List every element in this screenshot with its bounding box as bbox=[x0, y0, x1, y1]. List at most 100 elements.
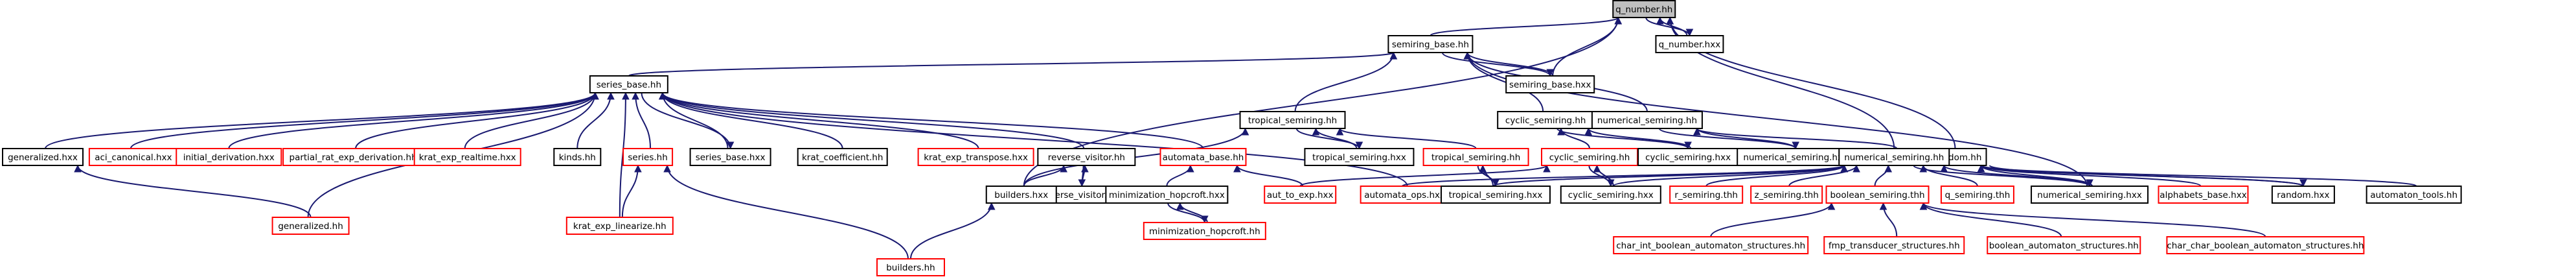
node-series-hh[interactable]: series.hh bbox=[622, 148, 674, 166]
node-box bbox=[282, 148, 424, 166]
node-box bbox=[1541, 148, 1639, 166]
node-partial-rat-exp-derivation-hh[interactable]: partial_rat_exp_derivation.hh bbox=[282, 148, 424, 166]
node-box bbox=[1143, 222, 1266, 240]
edge-automata_base_hh-to-series_base_hh bbox=[659, 91, 1204, 149]
node-box bbox=[1497, 111, 1595, 129]
edge-tropical_semiring_hh_r-to-tropical_semiring_hh bbox=[1336, 127, 1477, 149]
node-random-hxx[interactable]: random.hxx bbox=[2271, 186, 2335, 204]
node-box bbox=[1105, 186, 1229, 204]
edge-series_base_hh-to-series_base_hxx bbox=[641, 92, 735, 150]
node-numerical-semiring-hh-r[interactable]: numerical_semiring.hh bbox=[1838, 148, 1950, 166]
node-aci-canonical-hxx[interactable]: aci_canonical.hxx bbox=[88, 148, 178, 166]
edge-generalized_hh-to-generalized_hxx bbox=[74, 164, 312, 218]
node-label: tropical_semiring.hh bbox=[1248, 115, 1337, 126]
node-cyclic-semiring-hxx-b[interactable]: cyclic_semiring.hxx bbox=[1560, 186, 1661, 204]
node-tropical-semiring-hh[interactable]: tropical_semiring.hh bbox=[1239, 111, 1346, 129]
node-builders-hh[interactable]: builders.hh bbox=[876, 258, 945, 276]
node-label: alphabets_base.hxx bbox=[2160, 190, 2246, 200]
edge-cyclic_semiring_hh-to-cyclic_semiring_hxx_a bbox=[1556, 128, 1692, 150]
edge-automaton_tools_hh-to-random_hh bbox=[1977, 164, 2417, 187]
node-label: char_int_boolean_automaton_structures.hh bbox=[1616, 241, 1805, 251]
edge-q_number_hh-to-q_number_hxx bbox=[1645, 17, 1694, 37]
node-label: semiring_base.hh bbox=[1392, 40, 1469, 50]
node-krat-exp-transpose-hxx[interactable]: krat_exp_transpose.hxx bbox=[917, 148, 1034, 166]
node-label: automata_base.hh bbox=[1163, 152, 1244, 163]
node-box bbox=[1612, 0, 1676, 18]
node-numerical-semiring-hxx-b[interactable]: numerical_semiring.hxx bbox=[2031, 186, 2149, 204]
node-label: boolean_automaton_structures.hh bbox=[1989, 241, 2139, 251]
node-generalized-hh[interactable]: generalized.hh bbox=[271, 217, 350, 235]
edge-boolean_semiring_thh-to-numerical_semiring_hh_r bbox=[1874, 164, 1893, 187]
node-z-semiring-thh[interactable]: z_semiring.thh bbox=[1750, 186, 1823, 204]
node-tropical-semiring-hxx-b[interactable]: tropical_semiring.hxx bbox=[1440, 186, 1551, 204]
node-box bbox=[2365, 186, 2462, 204]
node-krat-coefficient-hh[interactable]: krat_coefficient.hh bbox=[797, 148, 888, 166]
node-cyclic-semiring-hxx-a[interactable]: cyclic_semiring.hxx bbox=[1637, 148, 1739, 166]
edge-minimization_hopcroft_hxx-to-automata_base_hh bbox=[1166, 164, 1194, 187]
edge-builders_hxx-to-reverse_visitor_hh bbox=[1023, 164, 1067, 187]
node-aut-to-exp-hxx[interactable]: aut_to_exp.hxx bbox=[1264, 186, 1337, 204]
node-minimization-hopcroft-hh[interactable]: minimization_hopcroft.hh bbox=[1143, 222, 1266, 240]
edge-tropical_semiring_hxx_a-to-tropical_semiring_hh bbox=[1312, 127, 1358, 149]
node-label: minimization_hopcroft.hxx bbox=[1109, 190, 1225, 200]
edge-initial_derivation_hxx-to-series_base_hh bbox=[228, 91, 599, 149]
node-box bbox=[565, 217, 674, 235]
node-boolean-semiring-thh[interactable]: boolean_semiring.thh bbox=[1825, 186, 1930, 204]
node-label: kinds.hh bbox=[559, 152, 596, 163]
node-box bbox=[1422, 148, 1529, 166]
node-reverse-visitor-hh[interactable]: reverse_visitor.hh bbox=[1037, 148, 1136, 166]
node-cyclic-semiring-hh[interactable]: cyclic_semiring.hh bbox=[1497, 111, 1595, 129]
node-q-semiring-thh[interactable]: q_semiring.thh bbox=[1940, 186, 2014, 204]
node-alphabets-base-hxx[interactable]: alphabets_base.hxx bbox=[2158, 186, 2249, 204]
node-label: series_base.hh bbox=[597, 80, 661, 90]
node-krat-exp-realtime-hxx[interactable]: krat_exp_realtime.hxx bbox=[413, 148, 521, 166]
node-generalized-hxx[interactable]: generalized.hxx bbox=[2, 148, 84, 166]
node-char-char-boolean-automaton-structures-hh[interactable]: char_char_boolean_automaton_structures.h… bbox=[2166, 236, 2365, 254]
node-box bbox=[271, 217, 350, 235]
edge-semiring_base_hxx-to-q_number_hh bbox=[1552, 16, 1623, 77]
edge-semiring_base_hh-to-semiring_base_hxx bbox=[1441, 52, 1555, 77]
node-q-number-hxx[interactable]: q_number.hxx bbox=[1655, 35, 1724, 53]
node-label: reverse_visitor.hxx bbox=[1041, 190, 1123, 200]
node-initial-derivation-hxx[interactable]: initial_derivation.hxx bbox=[176, 148, 282, 166]
edge-minimization_hopcroft_hh-to-minimization_hopcroft_hxx bbox=[1176, 202, 1208, 223]
node-numerical-semiring-hh[interactable]: numerical_semiring.hh bbox=[1591, 111, 1703, 129]
node-label: semiring_base.hxx bbox=[1509, 80, 1591, 90]
edge-krat_exp_linearize_hh-to-series_hh bbox=[621, 164, 642, 218]
node-automata-ops-hxx[interactable]: automata_ops.hxx bbox=[1360, 186, 1450, 204]
edge-partial_rat_exp_derivation_hh-to-series_base_hh bbox=[355, 91, 599, 149]
node-label: numerical_semiring.hxx bbox=[2037, 190, 2142, 200]
edge-numerical_semiring_hxx_b-to-semiring_base_hh bbox=[1463, 51, 2088, 187]
node-krat-exp-linearize-hh[interactable]: krat_exp_linearize.hh bbox=[565, 217, 674, 235]
node-series-base-hxx[interactable]: series_base.hxx bbox=[689, 148, 771, 166]
node-semiring-base-hxx[interactable]: semiring_base.hxx bbox=[1505, 75, 1595, 93]
node-automata-base-hh[interactable]: automata_base.hh bbox=[1159, 148, 1247, 166]
node-tropical-semiring-hxx-a[interactable]: tropical_semiring.hxx bbox=[1304, 148, 1415, 166]
node-char-int-boolean-automaton-structures-hh[interactable]: char_int_boolean_automaton_structures.hh bbox=[1613, 236, 1809, 254]
node-boolean-automaton-structures-hh[interactable]: boolean_automaton_structures.hh bbox=[1987, 236, 2141, 254]
node-series-base-hh[interactable]: series_base.hh bbox=[589, 75, 668, 93]
node-tropical-semiring-hh-r[interactable]: tropical_semiring.hh bbox=[1422, 148, 1529, 166]
node-box bbox=[1360, 186, 1450, 204]
node-builders-hxx[interactable]: builders.hxx bbox=[985, 186, 1057, 204]
node-label: minimization_hopcroft.hh bbox=[1149, 226, 1260, 237]
node-box bbox=[1987, 236, 2141, 254]
edges-layer bbox=[45, 16, 2417, 259]
node-label: series.hh bbox=[628, 152, 667, 163]
node-fmp-transducer-structures-hh[interactable]: fmp_transducer_structures.hh bbox=[1823, 236, 1965, 254]
node-semiring-base-hh[interactable]: semiring_base.hh bbox=[1387, 35, 1474, 53]
node-box bbox=[1838, 148, 1950, 166]
node-numerical-semiring-hxx-a[interactable]: numerical_semiring.hxx bbox=[1737, 148, 1855, 166]
edge-kinds_hh-to-series_base_hh bbox=[576, 91, 615, 149]
node-automaton-tools-hh[interactable]: automaton_tools.hh bbox=[2365, 186, 2462, 204]
node-r-semiring-thh[interactable]: r_semiring.thh bbox=[1669, 186, 1744, 204]
node-cyclic-semiring-hh-r[interactable]: cyclic_semiring.hh bbox=[1541, 148, 1639, 166]
node-label: automaton_tools.hh bbox=[2370, 190, 2457, 200]
node-label: boolean_semiring.thh bbox=[1830, 190, 1924, 200]
node-box bbox=[2, 148, 84, 166]
node-minimization-hopcroft-hxx[interactable]: minimization_hopcroft.hxx bbox=[1105, 186, 1229, 204]
edge-numerical_semiring_hh_r-to-numerical_semiring_hh bbox=[1693, 127, 1898, 149]
edge-char_char_boolean_automaton_structures_hh-to-boolean_semiring_thh bbox=[1919, 202, 2266, 237]
node-kinds-hh[interactable]: kinds.hh bbox=[553, 148, 602, 166]
